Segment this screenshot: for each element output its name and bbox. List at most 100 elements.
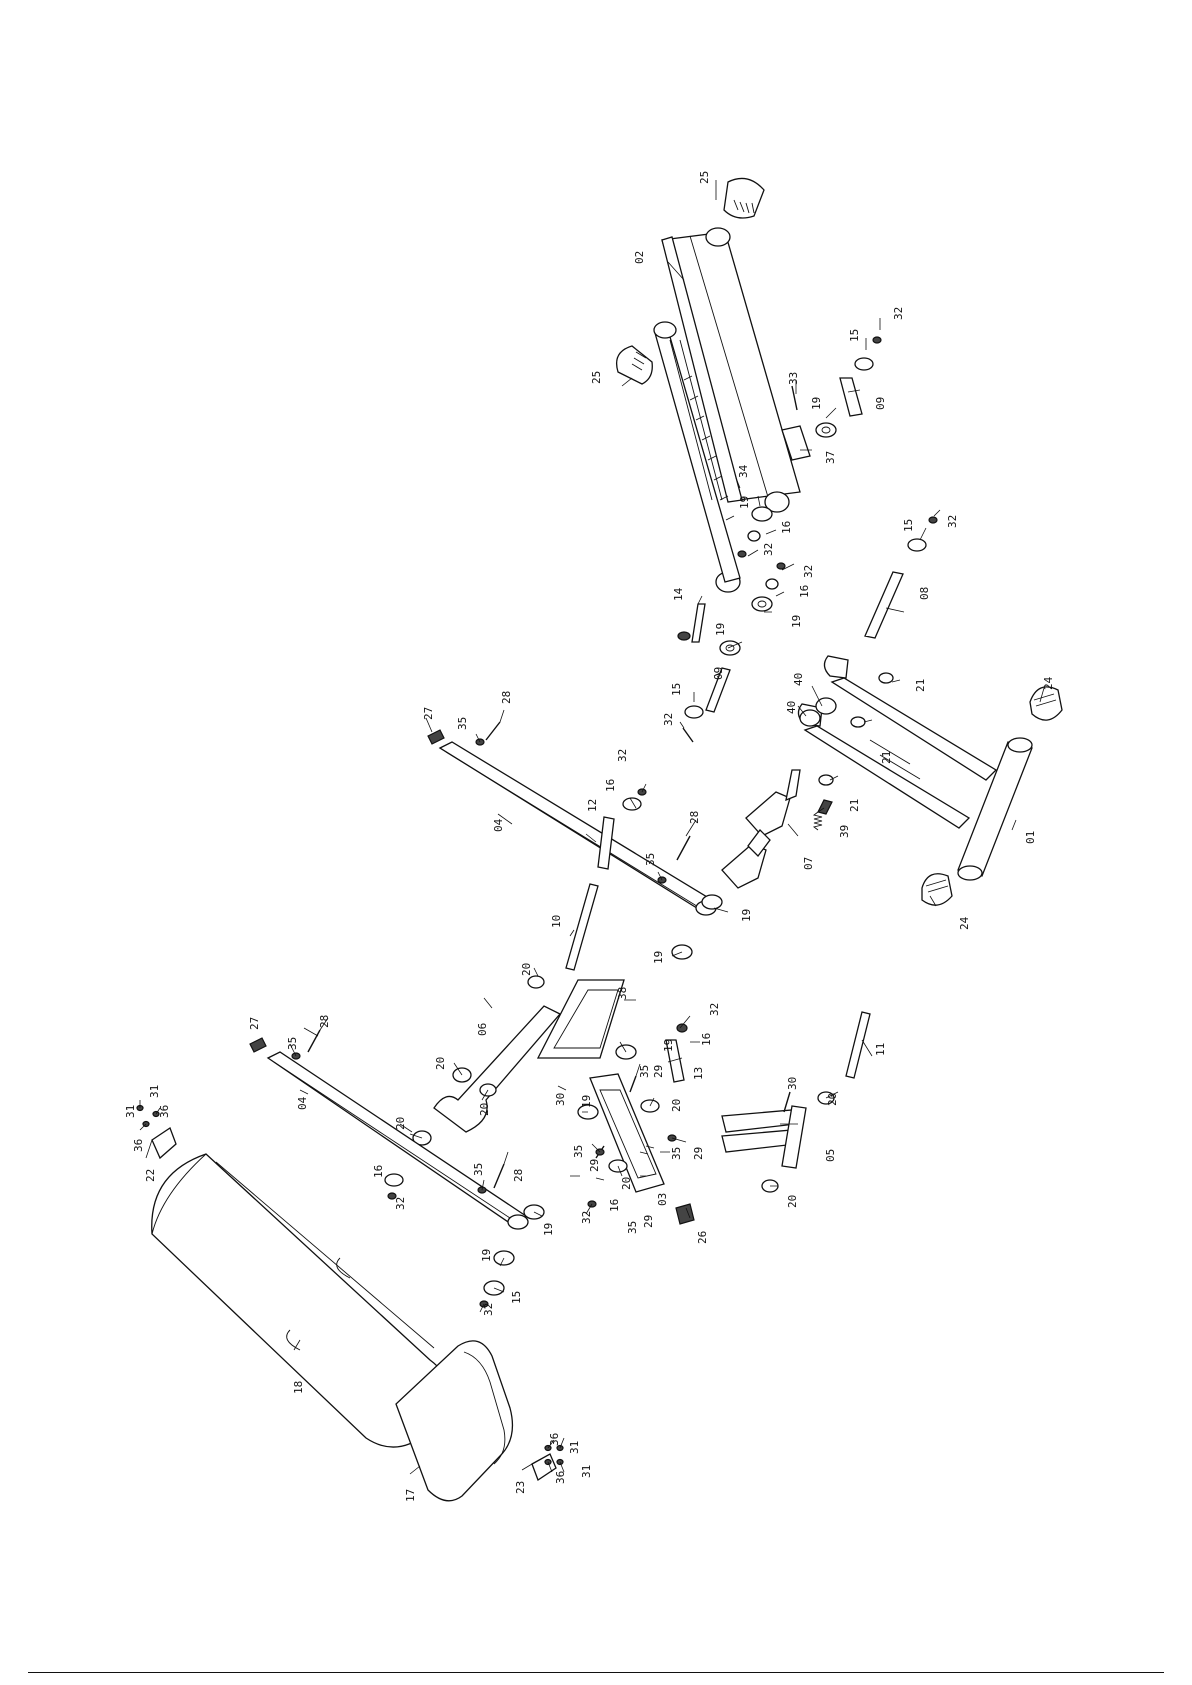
callout-19: 19 bbox=[480, 1249, 493, 1262]
callout-09: 09 bbox=[874, 397, 887, 410]
callout-35: 35 bbox=[472, 1163, 485, 1176]
callout-32: 32 bbox=[892, 307, 905, 320]
callout-14: 14 bbox=[672, 587, 685, 601]
callout-33: 33 bbox=[787, 372, 800, 385]
callout-32: 32 bbox=[762, 543, 775, 556]
callout-32: 32 bbox=[802, 565, 815, 578]
callout-20: 20 bbox=[670, 1099, 683, 1112]
callout-20: 20 bbox=[620, 1177, 633, 1190]
callout-15: 15 bbox=[848, 329, 861, 342]
callout-01: 01 bbox=[1024, 831, 1037, 844]
callout-15: 15 bbox=[902, 519, 915, 532]
callout-19: 19 bbox=[542, 1223, 555, 1236]
callout-04: 04 bbox=[492, 818, 505, 832]
callout-37: 37 bbox=[824, 451, 837, 464]
part-25-end-cap bbox=[615, 177, 765, 385]
callout-16: 16 bbox=[780, 521, 793, 534]
callout-02: 02 bbox=[633, 251, 646, 264]
callout-30: 30 bbox=[786, 1077, 799, 1090]
callout-29: 29 bbox=[642, 1215, 655, 1228]
callout-19: 19 bbox=[810, 397, 823, 410]
callout-20: 20 bbox=[434, 1057, 447, 1070]
callout-32: 32 bbox=[946, 515, 959, 528]
callout-30: 30 bbox=[554, 1093, 567, 1106]
callout-19: 19 bbox=[662, 1039, 675, 1052]
middle-assembly bbox=[412, 975, 871, 1225]
callout-32: 32 bbox=[662, 713, 675, 726]
part-02-upper-frame bbox=[653, 227, 801, 593]
callout-35: 35 bbox=[572, 1145, 585, 1158]
callout-31: 31 bbox=[580, 1465, 593, 1478]
callout-19: 19 bbox=[714, 623, 727, 636]
callout-40: 40 bbox=[785, 701, 798, 714]
callout-19: 19 bbox=[738, 496, 751, 509]
callout-11: 11 bbox=[874, 1043, 887, 1056]
callout-31: 31 bbox=[148, 1085, 161, 1098]
callout-32: 32 bbox=[394, 1197, 407, 1210]
callout-31: 31 bbox=[568, 1441, 581, 1454]
part-07-bracket bbox=[721, 769, 801, 889]
part-39-spring bbox=[812, 811, 823, 831]
callout-28: 28 bbox=[512, 1169, 525, 1182]
callout-09: 09 bbox=[712, 667, 725, 680]
callout-32: 32 bbox=[708, 1003, 721, 1016]
callout-20: 20 bbox=[826, 1093, 839, 1106]
callout-19: 19 bbox=[790, 615, 803, 628]
callout-28: 28 bbox=[688, 811, 701, 824]
callout-20: 20 bbox=[478, 1103, 491, 1116]
callout-24: 24 bbox=[1042, 676, 1055, 690]
callout-21: 21 bbox=[848, 799, 861, 812]
callout-24: 24 bbox=[958, 916, 971, 930]
callout-05: 05 bbox=[824, 1149, 837, 1162]
callout-19: 19 bbox=[580, 1095, 593, 1108]
callout-27: 27 bbox=[248, 1017, 261, 1030]
callout-32: 32 bbox=[482, 1303, 495, 1316]
upper-right-hardware bbox=[737, 336, 938, 612]
callout-31: 31 bbox=[124, 1105, 137, 1118]
callout-32: 32 bbox=[616, 749, 629, 762]
callout-15: 15 bbox=[670, 683, 683, 696]
callout-27: 27 bbox=[422, 707, 435, 720]
callout-16: 16 bbox=[604, 779, 617, 792]
callout-21: 21 bbox=[880, 751, 893, 764]
callout-10: 10 bbox=[550, 915, 563, 928]
callout-35: 35 bbox=[626, 1221, 639, 1234]
callout-25: 25 bbox=[590, 371, 603, 384]
callout-19: 19 bbox=[740, 909, 753, 922]
callout-20: 20 bbox=[520, 963, 533, 976]
callout-39: 39 bbox=[838, 825, 851, 838]
callout-29: 29 bbox=[588, 1159, 601, 1172]
callout-labels: 25 02 25 32 15 33 09 19 37 34 19 16 32 3… bbox=[124, 171, 1055, 1502]
callout-25: 25 bbox=[698, 171, 711, 184]
callout-36: 36 bbox=[554, 1471, 567, 1484]
callout-38: 38 bbox=[616, 987, 629, 1000]
callout-19: 19 bbox=[652, 951, 665, 964]
callout-40: 40 bbox=[792, 673, 805, 686]
callout-20: 20 bbox=[394, 1117, 407, 1130]
callout-34: 34 bbox=[737, 464, 750, 478]
callout-16: 16 bbox=[608, 1199, 621, 1212]
callout-07: 07 bbox=[802, 857, 815, 870]
part-04-lower-tube bbox=[249, 1029, 545, 1308]
callout-28: 28 bbox=[500, 691, 513, 704]
callout-35: 35 bbox=[644, 853, 657, 866]
callout-16: 16 bbox=[798, 585, 811, 598]
callout-36: 36 bbox=[548, 1433, 561, 1446]
callout-21: 21 bbox=[914, 679, 927, 692]
callout-35: 35 bbox=[670, 1147, 683, 1160]
callout-29: 29 bbox=[652, 1065, 665, 1078]
callout-35: 35 bbox=[456, 717, 469, 730]
callout-16: 16 bbox=[700, 1033, 713, 1046]
callout-04: 04 bbox=[296, 1096, 309, 1110]
callout-22: 22 bbox=[144, 1169, 157, 1182]
callout-29: 29 bbox=[692, 1147, 705, 1160]
callout-03: 03 bbox=[656, 1193, 669, 1206]
callout-35: 35 bbox=[286, 1037, 299, 1050]
callout-23: 23 bbox=[514, 1481, 527, 1494]
leader-lines bbox=[139, 180, 1045, 1475]
part-24-end-cap bbox=[921, 686, 1063, 906]
callout-06: 06 bbox=[476, 1023, 489, 1036]
callout-26: 26 bbox=[696, 1231, 709, 1244]
callout-16: 16 bbox=[372, 1165, 385, 1178]
